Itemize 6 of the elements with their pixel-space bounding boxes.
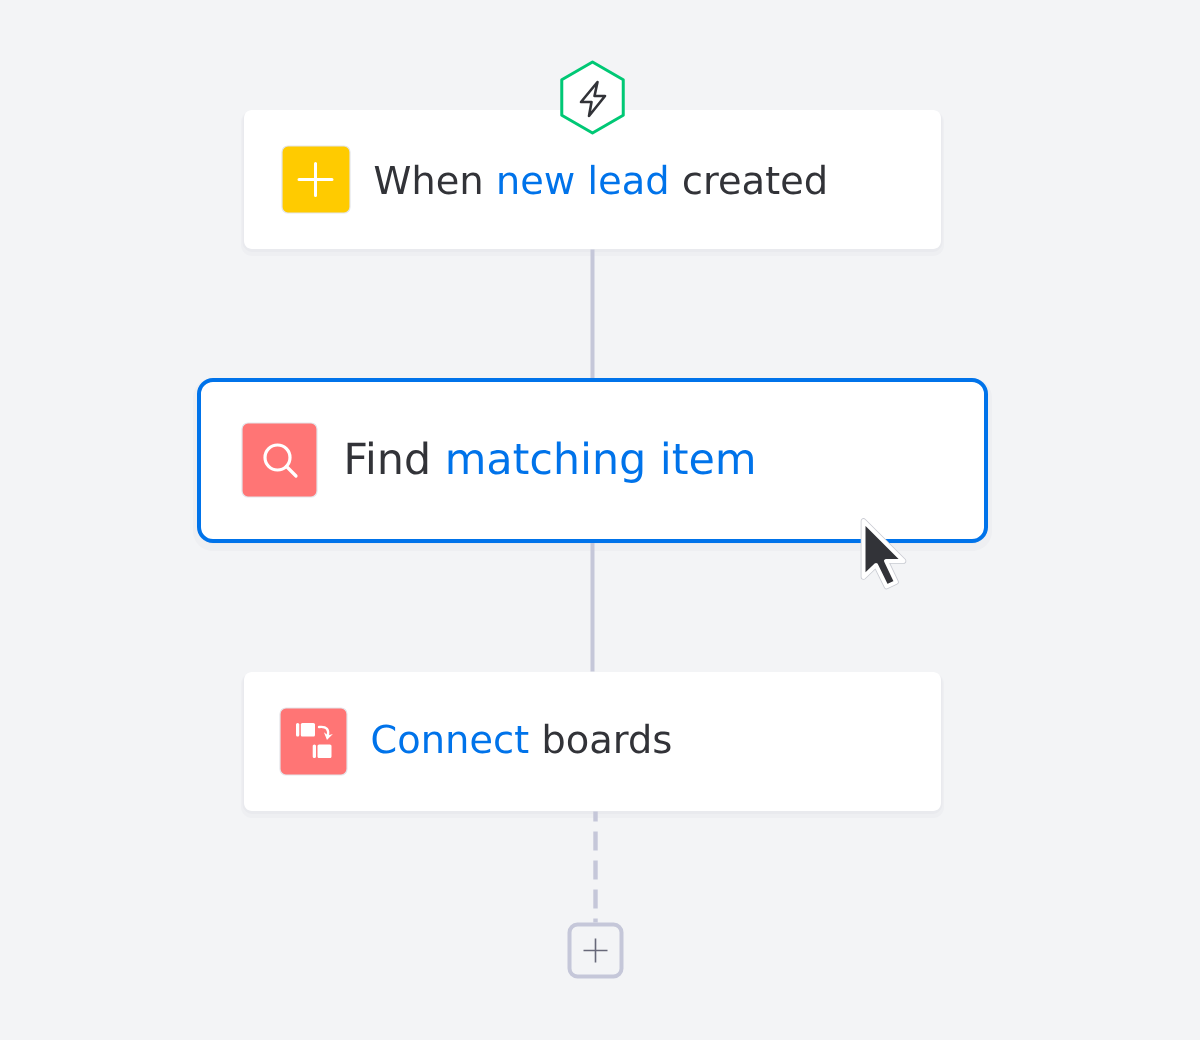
dashed-connector	[593, 811, 598, 923]
step-card: When new lead created	[241, 110, 944, 256]
connector-line	[590, 543, 595, 672]
selected-step-card: Find matching item	[193, 378, 992, 551]
step-card: Connect boards	[241, 672, 944, 818]
connector-line	[590, 249, 595, 378]
